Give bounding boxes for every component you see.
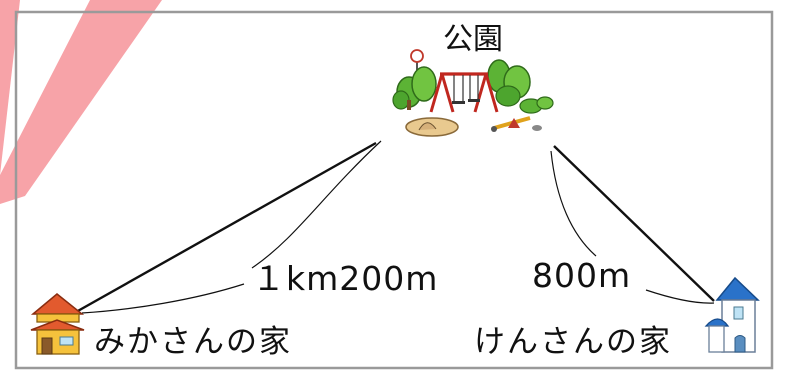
route-line-mika: [75, 141, 377, 314]
house-mika-icon: [30, 293, 85, 355]
distance-label-ken: 800m: [532, 256, 632, 295]
ken-house-label: けんさんの家: [474, 324, 672, 360]
mika-house-label: みかさんの家: [94, 324, 292, 360]
distance-brace-ken-lower: [645, 289, 715, 304]
frame: [14, 10, 774, 370]
house-ken-icon: [704, 276, 760, 353]
park-label: 公園: [443, 22, 503, 57]
distance-brace-mika: [251, 140, 382, 269]
distance-label-mika: １km200m: [252, 259, 439, 298]
distance-brace-ken: [550, 150, 597, 257]
corner-ribbon-band: [0, 0, 162, 204]
route-line-ken: [553, 145, 715, 302]
distance-brace-mika-lower: [81, 283, 245, 314]
park-playground-icon: [392, 49, 554, 137]
